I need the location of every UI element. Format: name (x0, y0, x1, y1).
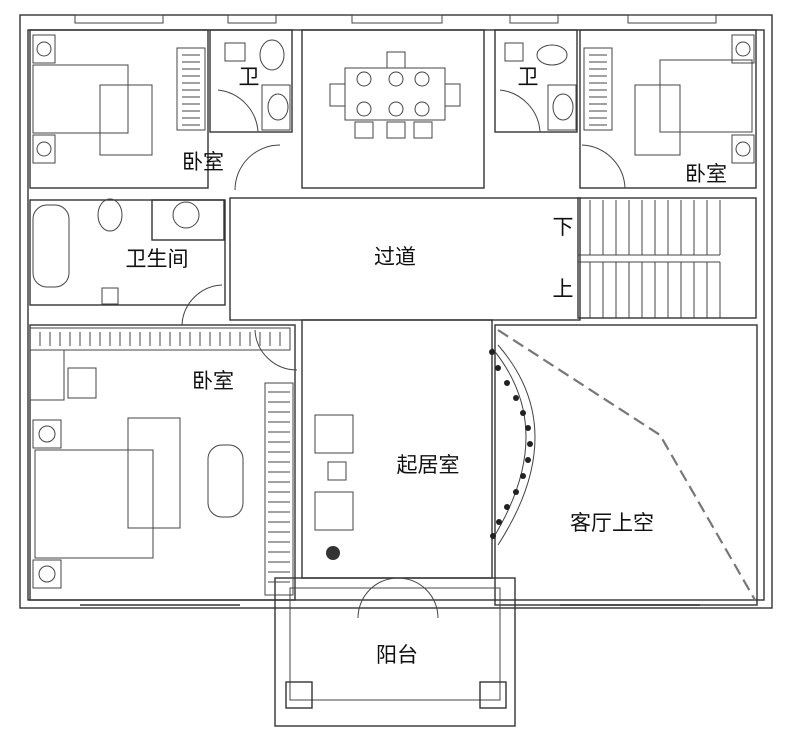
room-label-bathroom: 卫生间 (126, 247, 189, 271)
room-label-bath-top-right: 卫 (518, 65, 539, 89)
staircase (589, 200, 721, 318)
room-label-bedroom-left: 卧室 (192, 369, 234, 393)
stairs-label-up: 上 (553, 277, 574, 301)
stairs-label-down: 下 (553, 215, 574, 239)
furniture (29, 34, 756, 601)
room-label-living-room: 起居室 (397, 453, 460, 477)
walls (19, 14, 773, 727)
room-label-void: 客厅上空 (570, 511, 654, 535)
room-label-bedroom-top-left: 卧室 (182, 150, 224, 174)
room-label-bath-top-left: 卫 (239, 65, 260, 89)
room-label-balcony: 阳台 (376, 643, 418, 667)
void-outline (497, 329, 756, 601)
room-label-bedroom-top-right: 卧室 (685, 162, 727, 186)
room-label-corridor: 过道 (374, 245, 416, 269)
